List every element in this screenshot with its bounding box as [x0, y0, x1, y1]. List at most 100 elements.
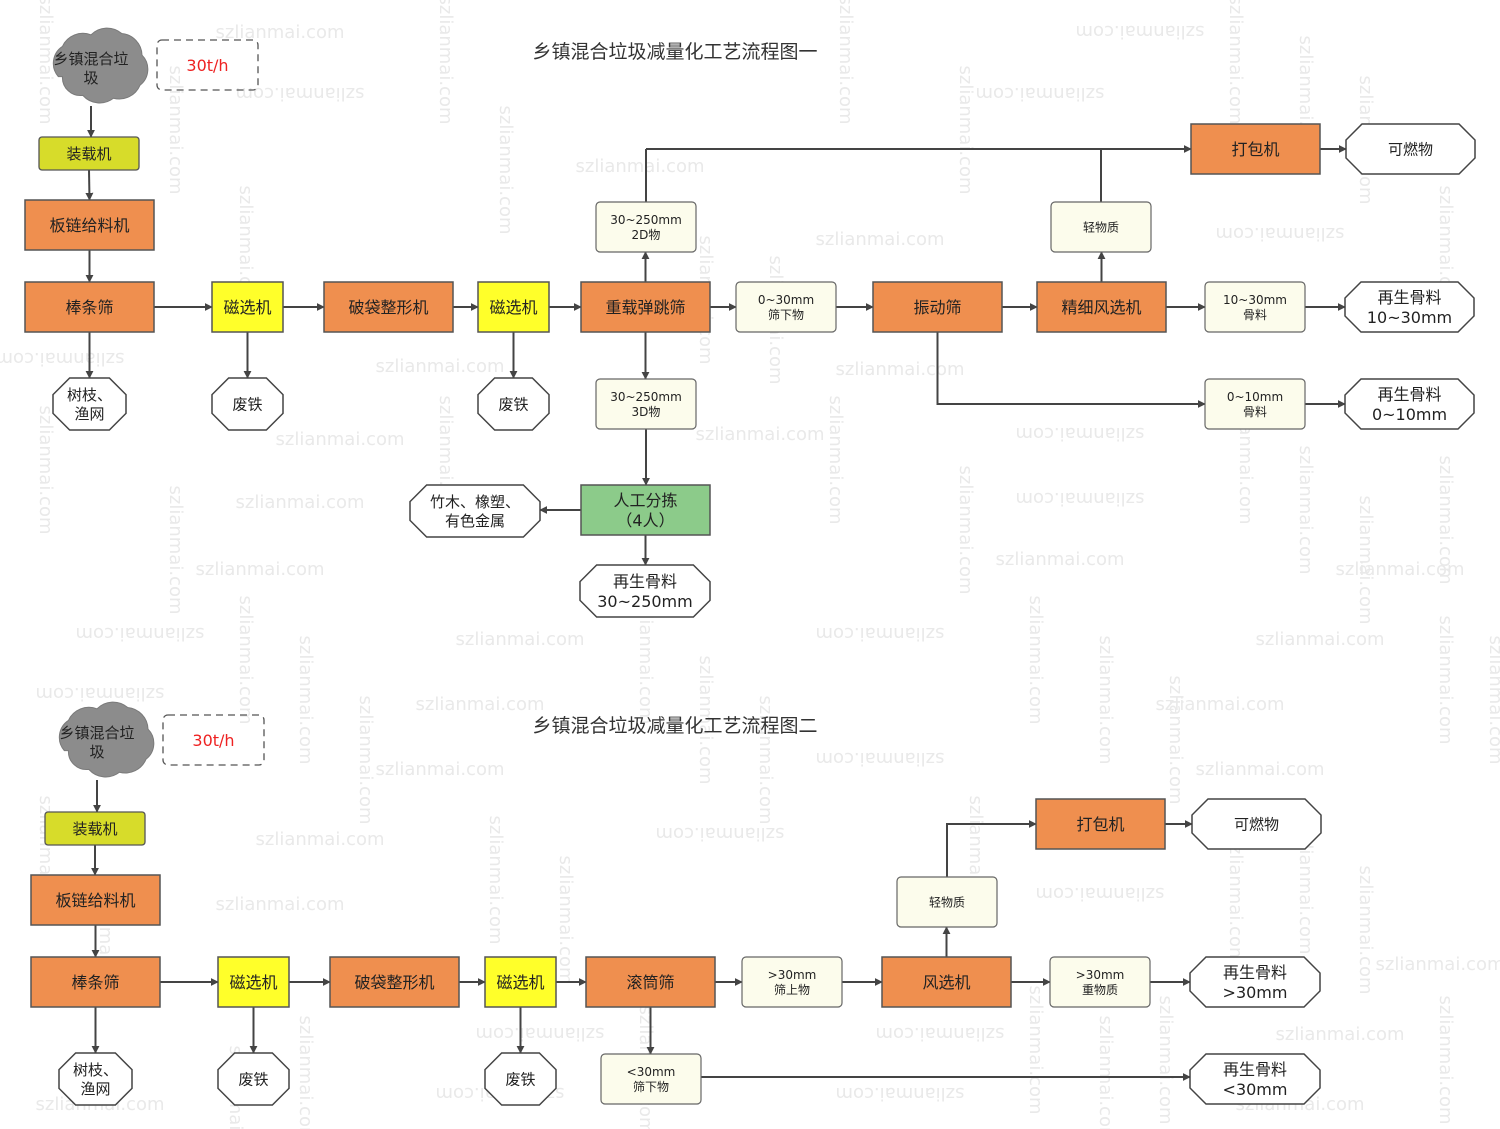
material-box — [600, 1053, 702, 1105]
watermark-text: szlianmai.com — [416, 694, 545, 715]
node-label: 再生骨料 — [1223, 963, 1287, 982]
node-label: 骨料 — [1243, 308, 1267, 322]
diagram-title-1: 乡镇混合垃圾减量化工艺流程图一 — [532, 41, 817, 63]
throughput-rate: 30t/h — [192, 731, 234, 750]
node-aggLt: 再生骨料<30mm — [1189, 1053, 1321, 1105]
watermark-text: szlianmai.com — [1225, 0, 1246, 125]
machine-box — [1036, 281, 1167, 333]
node-label: 破袋整形机 — [348, 298, 428, 317]
watermark-text: szlianmai.com — [236, 492, 365, 513]
watermark-text: szlianmai.com — [1295, 446, 1316, 575]
watermark-text: szlianmai.com — [1355, 866, 1376, 995]
material-box — [1204, 281, 1306, 333]
material-box — [896, 876, 998, 928]
watermark-text: szlianmai.com — [1016, 423, 1145, 444]
watermark-text: szlianmai.com — [1076, 21, 1205, 42]
watermark-text: szlianmai.com — [355, 696, 376, 825]
watermark-text: szlianmai.com — [656, 823, 785, 844]
node-label: 可燃物 — [1234, 815, 1279, 833]
watermark-text: szlianmai.com — [1016, 488, 1145, 509]
node-bar: 棒条筛 — [24, 281, 155, 333]
watermark-text: szlianmai.com — [165, 66, 186, 195]
node-drum: 滚筒筛 — [585, 956, 716, 1008]
octagon-shape — [1189, 1053, 1321, 1105]
node-baler: 打包机 — [1035, 798, 1166, 850]
node-iron2: 废铁 — [484, 1052, 557, 1106]
node-label: 30~250mm — [610, 213, 682, 227]
watermark-text: szlianmai.com — [1276, 1024, 1405, 1045]
machine-box — [323, 281, 454, 333]
node-feeder: 板链给料机 — [30, 874, 161, 926]
material-box — [1204, 378, 1306, 430]
loader-box — [44, 811, 146, 846]
node-label: 磁选机 — [223, 298, 271, 317]
node-label: >30mm — [768, 968, 817, 982]
node-label: 磁选机 — [229, 973, 277, 992]
node-label: 轻物质 — [929, 895, 965, 909]
node-branch: 树枝、渔网 — [52, 377, 127, 431]
magnet-box — [211, 281, 284, 333]
octagon-shape — [217, 1052, 290, 1106]
watermark-text: szlianmai.com — [36, 683, 165, 704]
watermark-text: szlianmai.com — [1336, 559, 1465, 580]
watermark-text: szlianmai.com — [376, 356, 505, 377]
node-label: 轻物质 — [1083, 220, 1119, 234]
node-label: 重载弹跳筛 — [605, 298, 685, 317]
node-fuel: 可燃物 — [1345, 123, 1476, 175]
magnet-box — [217, 956, 290, 1008]
node-label: 30~250mm — [610, 390, 682, 404]
node-label: 乡镇混合垃 — [53, 50, 128, 68]
octagon-shape — [1344, 378, 1475, 430]
octagon-shape — [58, 1052, 133, 1106]
node-label: <30mm — [1223, 1080, 1288, 1099]
watermark-text: szlianmai.com — [755, 696, 776, 825]
node-label: 人工分拣 — [613, 491, 677, 510]
watermark-text: szlianmai.com — [876, 1023, 1005, 1044]
node-iron2: 废铁 — [477, 377, 550, 431]
watermark-text: szlianmai.com — [1355, 496, 1376, 625]
watermark-text: szlianmai.com — [955, 66, 976, 195]
node-label: 10~30mm — [1367, 308, 1452, 327]
watermark-text: szlianmai.com — [1376, 954, 1500, 975]
watermark-text: szlianmai.com — [825, 396, 846, 525]
octagon-shape — [1345, 123, 1476, 175]
watermark-text: szlianmai.com — [495, 106, 516, 235]
node-air: 风选机 — [881, 956, 1012, 1008]
node-label: 棒条筛 — [65, 298, 113, 317]
watermark-text: szlianmai.com — [635, 596, 656, 725]
octagon-shape — [409, 484, 541, 538]
node-bamboo: 竹木、橡塑、有色金属 — [409, 484, 541, 538]
node-vib: 振动筛 — [872, 281, 1003, 333]
node-label: 再生骨料 — [613, 572, 677, 591]
node-label: 打包机 — [1231, 140, 1279, 159]
node-loader: 装载机 — [44, 811, 146, 846]
node-light: 轻物质 — [896, 876, 998, 928]
material-box — [595, 378, 697, 430]
node-feeder: 板链给料机 — [24, 199, 155, 251]
material-box — [1050, 201, 1152, 253]
throughput-note-1: 30t/h — [156, 39, 259, 91]
node-label: 装载机 — [72, 820, 117, 838]
node-label: 30~250mm — [597, 592, 692, 611]
watermark-text: szlianmai.com — [236, 83, 365, 104]
node-label: 2D物 — [632, 228, 661, 242]
watermark-text: szlianmai.com — [1435, 616, 1456, 745]
watermark-text: szlianmai.com — [1216, 223, 1345, 244]
watermark-text: szlianmai.com — [476, 1023, 605, 1044]
octagon-shape — [477, 377, 550, 431]
node-label: 再生骨料 — [1223, 1060, 1287, 1079]
watermark-text: szlianmai.com — [1036, 883, 1165, 904]
node-label: 板链给料机 — [55, 891, 135, 910]
material-box — [735, 281, 837, 333]
node-label: 破袋整形机 — [354, 973, 434, 992]
machine-box — [1035, 798, 1166, 850]
machine-box — [30, 874, 161, 926]
watermark-text: szlianmai.com — [1095, 1016, 1116, 1129]
node-label: 竹木、橡塑、 — [430, 493, 520, 511]
